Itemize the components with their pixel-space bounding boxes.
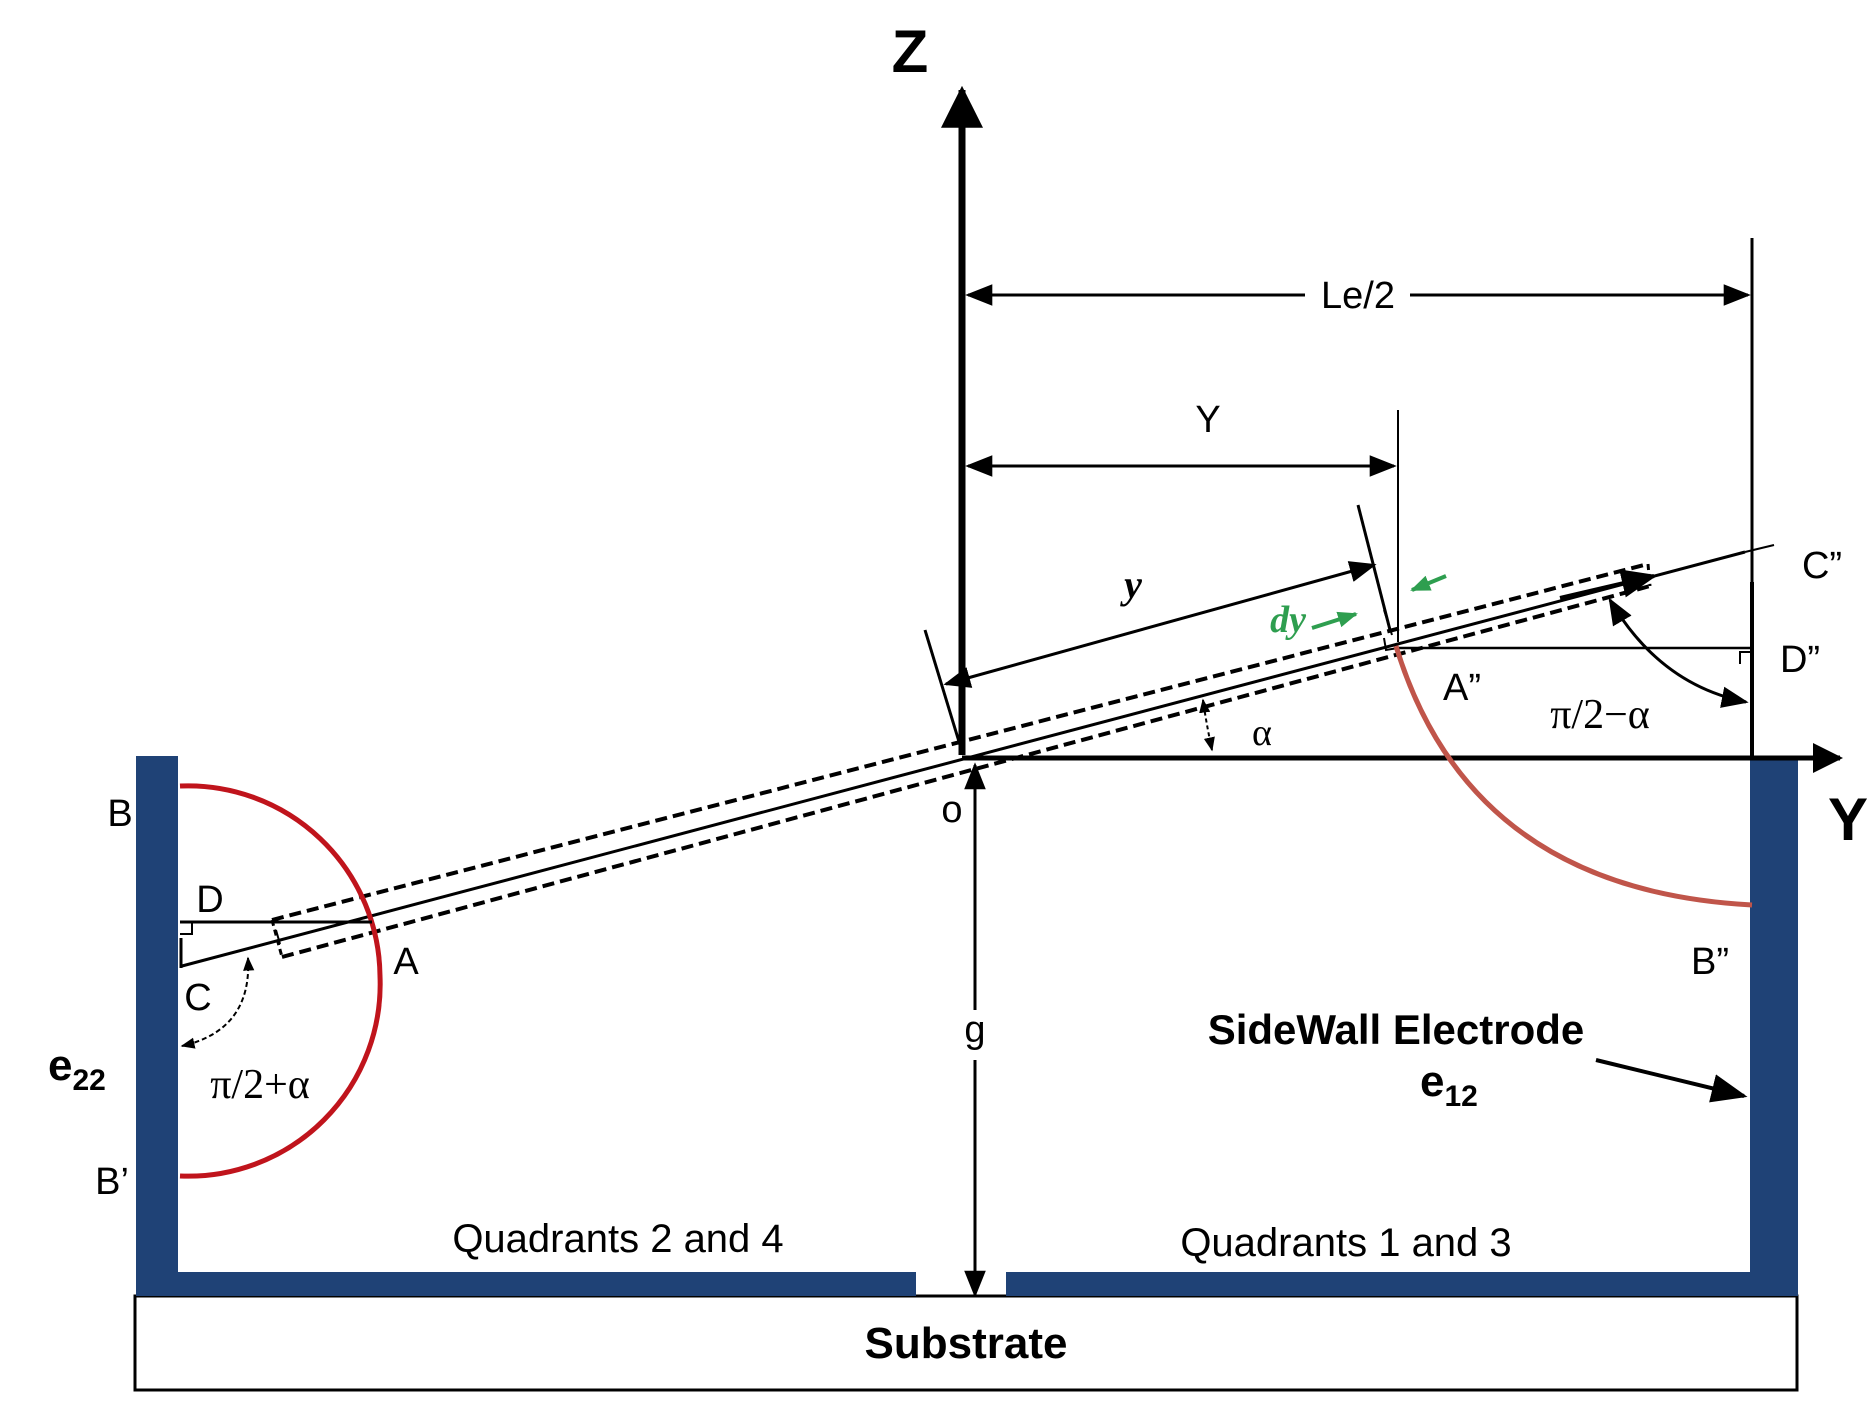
plate-lower-dashed [281,584,1651,959]
sidewall-electrode-e12 [1750,756,1798,1296]
sidewall-electrode-pointer [1595,1058,1748,1103]
quadrants-2-4-label: Quadrants 2 and 4 [452,1217,783,1261]
le-half-label: Le/2 [1321,275,1395,317]
y-axis-label: Y [1828,786,1868,853]
point-b-label: B [107,793,132,835]
y-along-tick-origin [923,629,962,746]
dy-tick [1383,609,1393,636]
pi-half-plus-alpha-arc [180,956,255,1049]
origin-label: o [941,789,962,831]
sidewall-electrode-label: SideWall Electrode [1208,1006,1585,1053]
y-along-label: y [1120,562,1142,607]
bottom-electrode-left [176,1272,916,1296]
substrate-block [133,1294,1799,1392]
right-angle-a-dprime [1383,637,1399,652]
e22-subscript: 22 [72,1064,105,1097]
dy-label: dy [1270,599,1306,641]
right-angle-d [180,922,193,935]
bottom-electrode-right [1006,1272,1750,1296]
arc-b-a-b-prime [179,783,383,1179]
point-b-dprime-label: B” [1691,941,1729,983]
point-d-dprime-label: D” [1780,639,1820,681]
e12-subscript: 12 [1444,1080,1477,1113]
alpha-label: α [1252,712,1272,754]
point-c-label: C [184,977,211,1019]
arc-a-dprime-b-dprime [1393,645,1753,908]
gap-g-label: g [964,1009,985,1051]
plate-end-left [270,919,284,958]
dy-arrow-left [1311,611,1358,630]
y-dimension-label: Y [1195,399,1220,441]
e12-label: e12 [1420,1057,1478,1113]
e12-main: e [1420,1057,1444,1106]
substrate-label: Substrate [865,1319,1068,1368]
e22-label: e22 [48,1041,106,1097]
point-c-dprime-label: C” [1802,545,1842,587]
sidewall-electrode-e22 [136,756,178,1296]
point-b-prime-label: B’ [95,1161,129,1203]
pi-half-minus-alpha-arc [1608,597,1749,708]
pi-half-minus-alpha-label: π/2−α [1550,692,1650,738]
point-d-label: D [196,879,223,921]
plate-extension-line [1744,544,1775,553]
plate-direction-arrow [1559,569,1658,600]
e22-main: e [48,1041,72,1090]
y-along-dimension [943,561,1377,688]
quadrants-1-3-label: Quadrants 1 and 3 [1180,1221,1511,1265]
right-angle-plate-left [275,929,281,945]
z-axis-label: Z [892,18,929,85]
plate-center-line [181,550,1746,968]
dy-arrow-right [1410,574,1447,592]
point-a-label: A [393,941,419,983]
point-a-dprime-label: A” [1443,667,1481,709]
pi-half-plus-alpha-label: π/2+α [210,1062,310,1108]
